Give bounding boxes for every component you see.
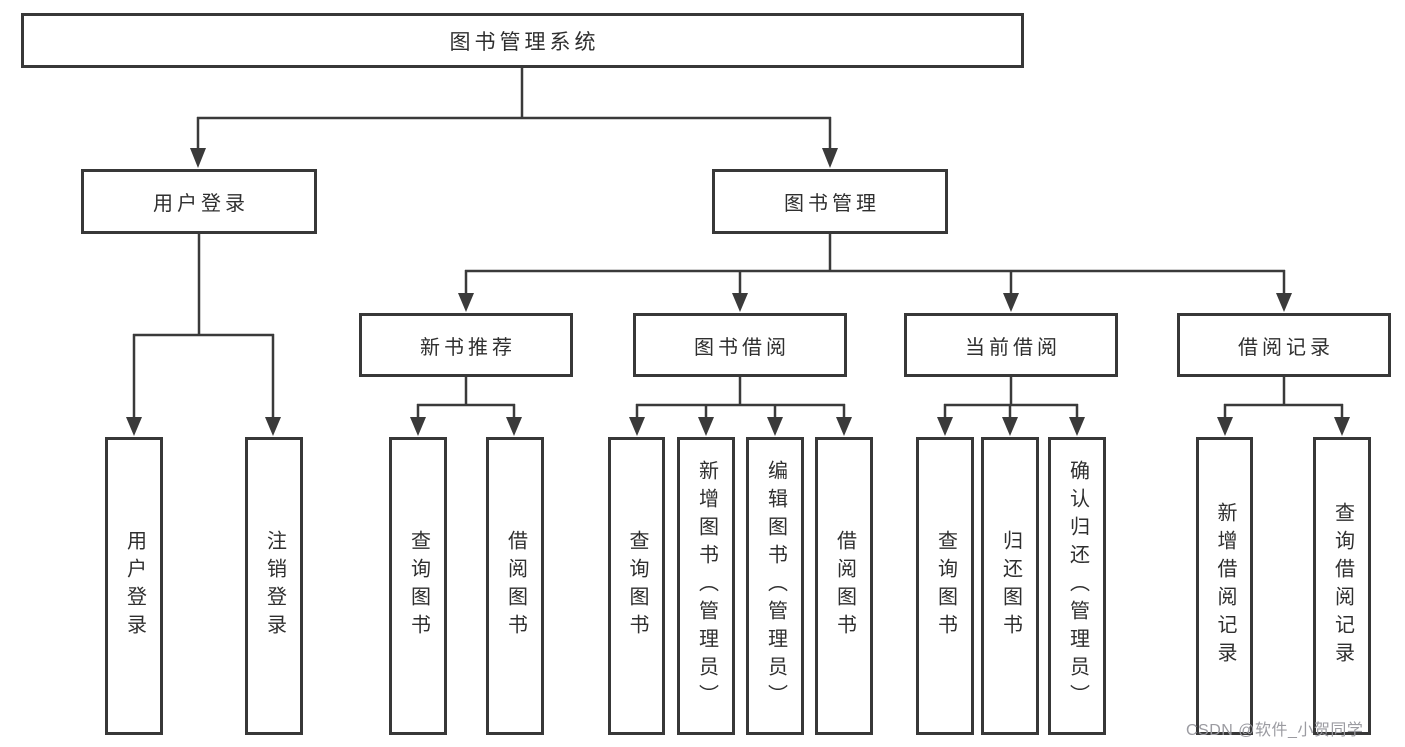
leaf-return-books: 归还图书 [981, 437, 1039, 735]
arrowhead [836, 417, 852, 436]
arrowhead [265, 417, 281, 436]
node-current-borrowing-label: 当前借阅 [965, 336, 1061, 359]
node-borrowing-records-label: 借阅记录 [1238, 336, 1334, 359]
leaf-logout: 注销登录 [245, 437, 303, 735]
arrowhead [506, 417, 522, 436]
arrowhead [410, 417, 426, 436]
node-user-login-group-label: 用户登录 [153, 193, 249, 215]
leaf-query-books-newbook: 查询图书 [389, 437, 447, 735]
leaf-borrow-books-newbook: 借阅图书 [486, 437, 544, 735]
arrowhead [458, 293, 474, 312]
leaf-edit-books-admin-label: 编辑图书（管理员） [764, 460, 787, 712]
arrowhead [937, 417, 953, 436]
node-current-borrowing: 当前借阅 [904, 313, 1118, 377]
arrowhead [1002, 417, 1018, 436]
leaf-query-books-current-label: 查询图书 [934, 530, 957, 642]
leaf-add-borrow-record: 新增借阅记录 [1196, 437, 1253, 735]
leaf-query-books-newbook-label: 查询图书 [407, 530, 430, 642]
leaf-user-login: 用户登录 [105, 437, 163, 735]
node-user-login-group: 用户登录 [81, 169, 317, 234]
node-root-label: 图书管理系统 [449, 30, 600, 54]
arrowhead [1069, 417, 1085, 436]
csdn-watermark: CSDN @软件_小贺同学 [1186, 722, 1364, 739]
arrowhead [190, 148, 206, 168]
node-book-borrowing: 图书借阅 [633, 313, 847, 377]
node-book-management-label: 图书管理 [784, 193, 880, 215]
leaf-query-books-current: 查询图书 [916, 437, 974, 735]
leaf-query-books-borrowing-label: 查询图书 [626, 530, 648, 642]
arrowhead [767, 417, 783, 436]
arrowhead [629, 417, 645, 436]
arrowhead [1334, 417, 1350, 436]
arrowhead [1217, 417, 1233, 436]
leaf-return-books-label: 归还图书 [999, 530, 1022, 642]
leaf-user-login-label: 用户登录 [123, 530, 146, 642]
arrowhead [1276, 293, 1292, 312]
arrowhead [126, 417, 142, 436]
leaf-query-borrow-record: 查询借阅记录 [1313, 437, 1371, 735]
arrowhead [698, 417, 714, 436]
arrowhead [1003, 293, 1019, 312]
leaf-borrow-books-borrowing: 借阅图书 [815, 437, 873, 735]
node-new-book-recommend-label: 新书推荐 [420, 336, 516, 359]
leaf-logout-label: 注销登录 [263, 530, 286, 642]
leaf-confirm-return-admin-label: 确认归还（管理员） [1066, 460, 1089, 712]
node-borrowing-records: 借阅记录 [1177, 313, 1391, 377]
node-book-management: 图书管理 [712, 169, 948, 234]
leaf-query-books-borrowing: 查询图书 [608, 437, 665, 735]
arrowhead [822, 148, 838, 168]
node-book-borrowing-label: 图书借阅 [694, 336, 790, 359]
leaf-borrow-books-borrowing-label: 借阅图书 [833, 530, 856, 642]
leaf-query-borrow-record-label: 查询借阅记录 [1331, 502, 1354, 670]
leaf-borrow-books-newbook-label: 借阅图书 [504, 530, 527, 642]
node-new-book-recommend: 新书推荐 [359, 313, 573, 377]
leaf-confirm-return-admin: 确认归还（管理员） [1048, 437, 1106, 735]
leaf-add-books-admin: 新增图书（管理员） [677, 437, 735, 735]
leaf-add-books-admin-label: 新增图书（管理员） [695, 460, 718, 712]
node-root: 图书管理系统 [21, 13, 1024, 68]
leaf-add-borrow-record-label: 新增借阅记录 [1214, 502, 1236, 670]
arrowhead [732, 293, 748, 312]
leaf-edit-books-admin: 编辑图书（管理员） [746, 437, 804, 735]
